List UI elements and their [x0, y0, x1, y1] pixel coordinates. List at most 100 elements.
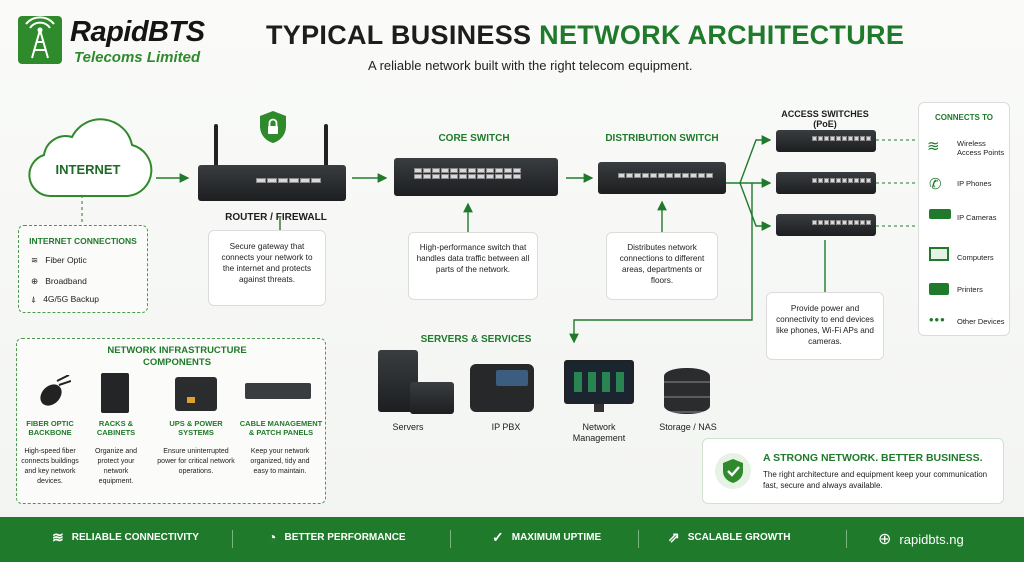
brand-subtitle: Telecoms Limited — [74, 49, 201, 66]
fiber-icon: ≋ — [31, 255, 39, 265]
router-antenna — [324, 124, 328, 170]
footer-bar — [0, 517, 1024, 562]
monitor-stand — [594, 404, 604, 412]
service-label: IP PBX — [491, 422, 521, 432]
title-part-2: NETWORK ARCHITECTURE — [539, 20, 905, 50]
speedometer-icon: ◔ — [268, 529, 277, 545]
access-switch-3 — [776, 214, 876, 236]
brand-logo-icon — [18, 16, 62, 64]
promo-text: The right architecture and equipment kee… — [763, 470, 988, 490]
fiber-optic-item: ≋ Fiber Optic — [31, 255, 87, 266]
router-label: ROUTER / FIREWALL — [225, 212, 327, 223]
computer-icon — [929, 247, 949, 261]
internet-cloud: INTERNET — [20, 118, 156, 200]
connects-item: Wireless Access Points — [957, 139, 1005, 157]
access-switch-2 — [776, 172, 876, 194]
page-title: TYPICAL BUSINESS NETWORK ARCHITECTURE — [266, 20, 904, 51]
infra-item-name: CABLE MANAGEMENT & PATCH PANELS — [239, 419, 323, 437]
service-label: Network Management — [572, 422, 626, 443]
rack-cabinet-icon — [101, 373, 129, 413]
router-description: Secure gateway that connects your networ… — [208, 230, 326, 306]
footer-divider — [638, 530, 639, 548]
internet-connections-box: INTERNET CONNECTIONS ≋ Fiber Optic ⊕ Bro… — [18, 225, 148, 313]
infra-item-desc: Keep your network organized, tidy and ea… — [250, 448, 310, 475]
footer-divider — [846, 530, 847, 548]
shield-check-icon — [715, 453, 751, 489]
infra-item-desc: Ensure uninterrupted power for critical … — [157, 448, 235, 475]
globe-icon: ⊕ — [878, 531, 892, 548]
infrastructure-box: NETWORK INFRASTRUCTURE COMPONENTS FIBER … — [16, 338, 326, 504]
access-switches-description: Provide power and connectivity to end de… — [766, 292, 884, 360]
camera-icon — [929, 209, 951, 219]
footer-label: MAXIMUM UPTIME — [511, 532, 602, 543]
ups-icon — [175, 377, 217, 411]
footer-item: ◔ BETTER PERFORMANCE — [268, 529, 406, 545]
broadband-item: ⊕ Broadband — [31, 276, 87, 287]
promo-title: A STRONG NETWORK. BETTER BUSINESS. — [763, 452, 983, 464]
footer-divider — [232, 530, 233, 548]
check-circle-icon: ✓ — [492, 529, 504, 545]
footer-item: ⇗ SCALABLE GROWTH — [668, 529, 791, 546]
footer-label: RELIABLE CONNECTIVITY — [71, 532, 199, 543]
patch-panel-icon — [245, 383, 311, 399]
servers-services-title: SERVERS & SERVICES — [420, 334, 532, 345]
router-device — [198, 165, 346, 201]
title-part-1: TYPICAL BUSINESS — [266, 20, 540, 50]
footer-divider — [450, 530, 451, 548]
core-switch-description: High-performance switch that handles dat… — [408, 232, 538, 300]
internet-label: INTERNET — [55, 162, 121, 177]
internet-connection-label: 4G/5G Backup — [43, 294, 99, 304]
connects-item: IP Phones — [957, 179, 992, 188]
internet-connections-title: INTERNET CONNECTIONS — [29, 236, 137, 246]
connects-item: IP Cameras — [957, 213, 997, 222]
storage-icon — [664, 368, 710, 414]
infra-item-name: RACKS & CABINETS — [96, 419, 136, 437]
distribution-switch-description: Distributes network connections to diffe… — [606, 232, 718, 300]
footer-item: ≋ RELIABLE CONNECTIVITY — [52, 529, 199, 546]
globe-icon: ⊕ — [31, 276, 39, 286]
wifi-icon: ≋ — [52, 529, 64, 545]
antenna-icon: ⍋ — [31, 294, 37, 304]
core-switch-device — [394, 158, 558, 196]
ip-phone-icon — [470, 364, 534, 412]
connects-item: Computers — [957, 253, 994, 262]
service-label: Servers — [392, 422, 424, 432]
shield-lock-icon — [258, 110, 288, 144]
brand-name: RapidBTS — [70, 16, 205, 48]
phone-icon: ✆ — [929, 176, 942, 193]
access-switch-1 — [776, 130, 876, 152]
distribution-switch-label: DISTRIBUTION SWITCH — [605, 133, 719, 144]
backup-item: ⍋ 4G/5G Backup — [31, 294, 99, 305]
internet-connection-label: Fiber Optic — [45, 255, 87, 265]
access-switches-label: ACCESS SWITCHES (PoE) — [781, 109, 869, 129]
infra-item-desc: Organize and protect your network equipm… — [94, 448, 138, 485]
connects-item: Printers — [957, 285, 983, 294]
website-label: rapidbts.ng — [899, 531, 964, 547]
internet-connection-label: Broadband — [45, 276, 87, 286]
core-switch-label: CORE SWITCH — [438, 133, 510, 144]
monitor-icon — [564, 360, 634, 404]
server-rack-icon — [410, 382, 454, 414]
router-antenna — [214, 124, 218, 170]
infra-item-name: FIBER OPTIC BACKBONE — [26, 419, 74, 437]
infra-item-desc: High-speed fiber connects buildings and … — [21, 448, 79, 485]
service-label: Storage / NAS — [659, 422, 717, 432]
promo-box: A STRONG NETWORK. BETTER BUSINESS. The r… — [702, 438, 1004, 504]
printer-icon — [929, 283, 949, 295]
footer-label: SCALABLE GROWTH — [687, 532, 791, 543]
footer-label: BETTER PERFORMANCE — [284, 531, 406, 543]
infrastructure-title: NETWORK INFRASTRUCTURE COMPONENTS — [107, 345, 247, 368]
infra-item-name: UPS & POWER SYSTEMS — [169, 419, 223, 437]
cloud-icon — [28, 118, 153, 197]
footer-item: ✓ MAXIMUM UPTIME — [492, 529, 601, 546]
fiber-optic-icon — [31, 374, 72, 411]
website-link[interactable]: ⊕ rapidbts.ng — [878, 529, 964, 549]
connects-to-box: CONNECTS TO ≋ Wireless Access Points ✆ I… — [918, 102, 1010, 336]
distribution-switch-device — [598, 162, 726, 194]
page-subtitle: A reliable network built with the right … — [368, 58, 693, 73]
more-icon: ••• — [929, 312, 946, 327]
wifi-icon: ≋ — [927, 138, 940, 155]
growth-chart-icon: ⇗ — [668, 529, 680, 545]
